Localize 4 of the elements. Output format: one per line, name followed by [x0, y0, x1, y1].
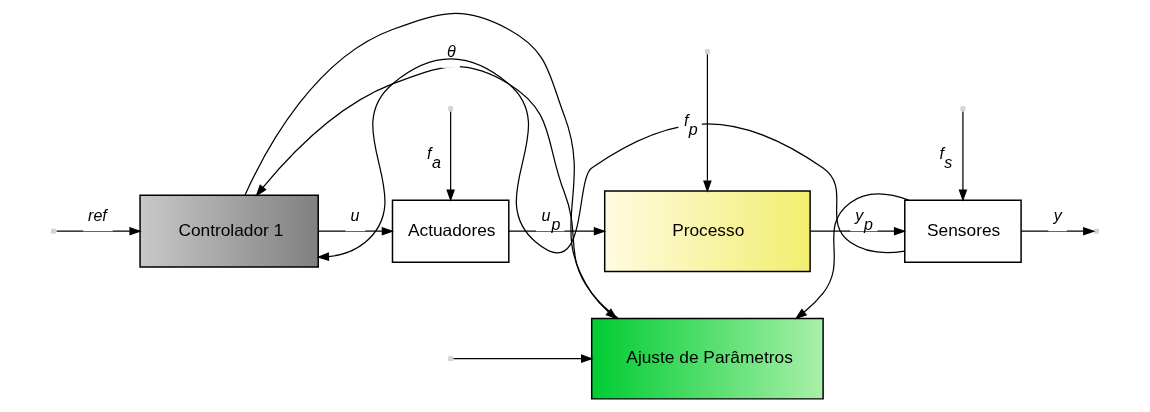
edge-label: ref: [88, 205, 107, 224]
edge-label: θ: [446, 42, 456, 61]
edge-label: y: [1053, 205, 1062, 224]
edge-label: u: [350, 205, 360, 224]
